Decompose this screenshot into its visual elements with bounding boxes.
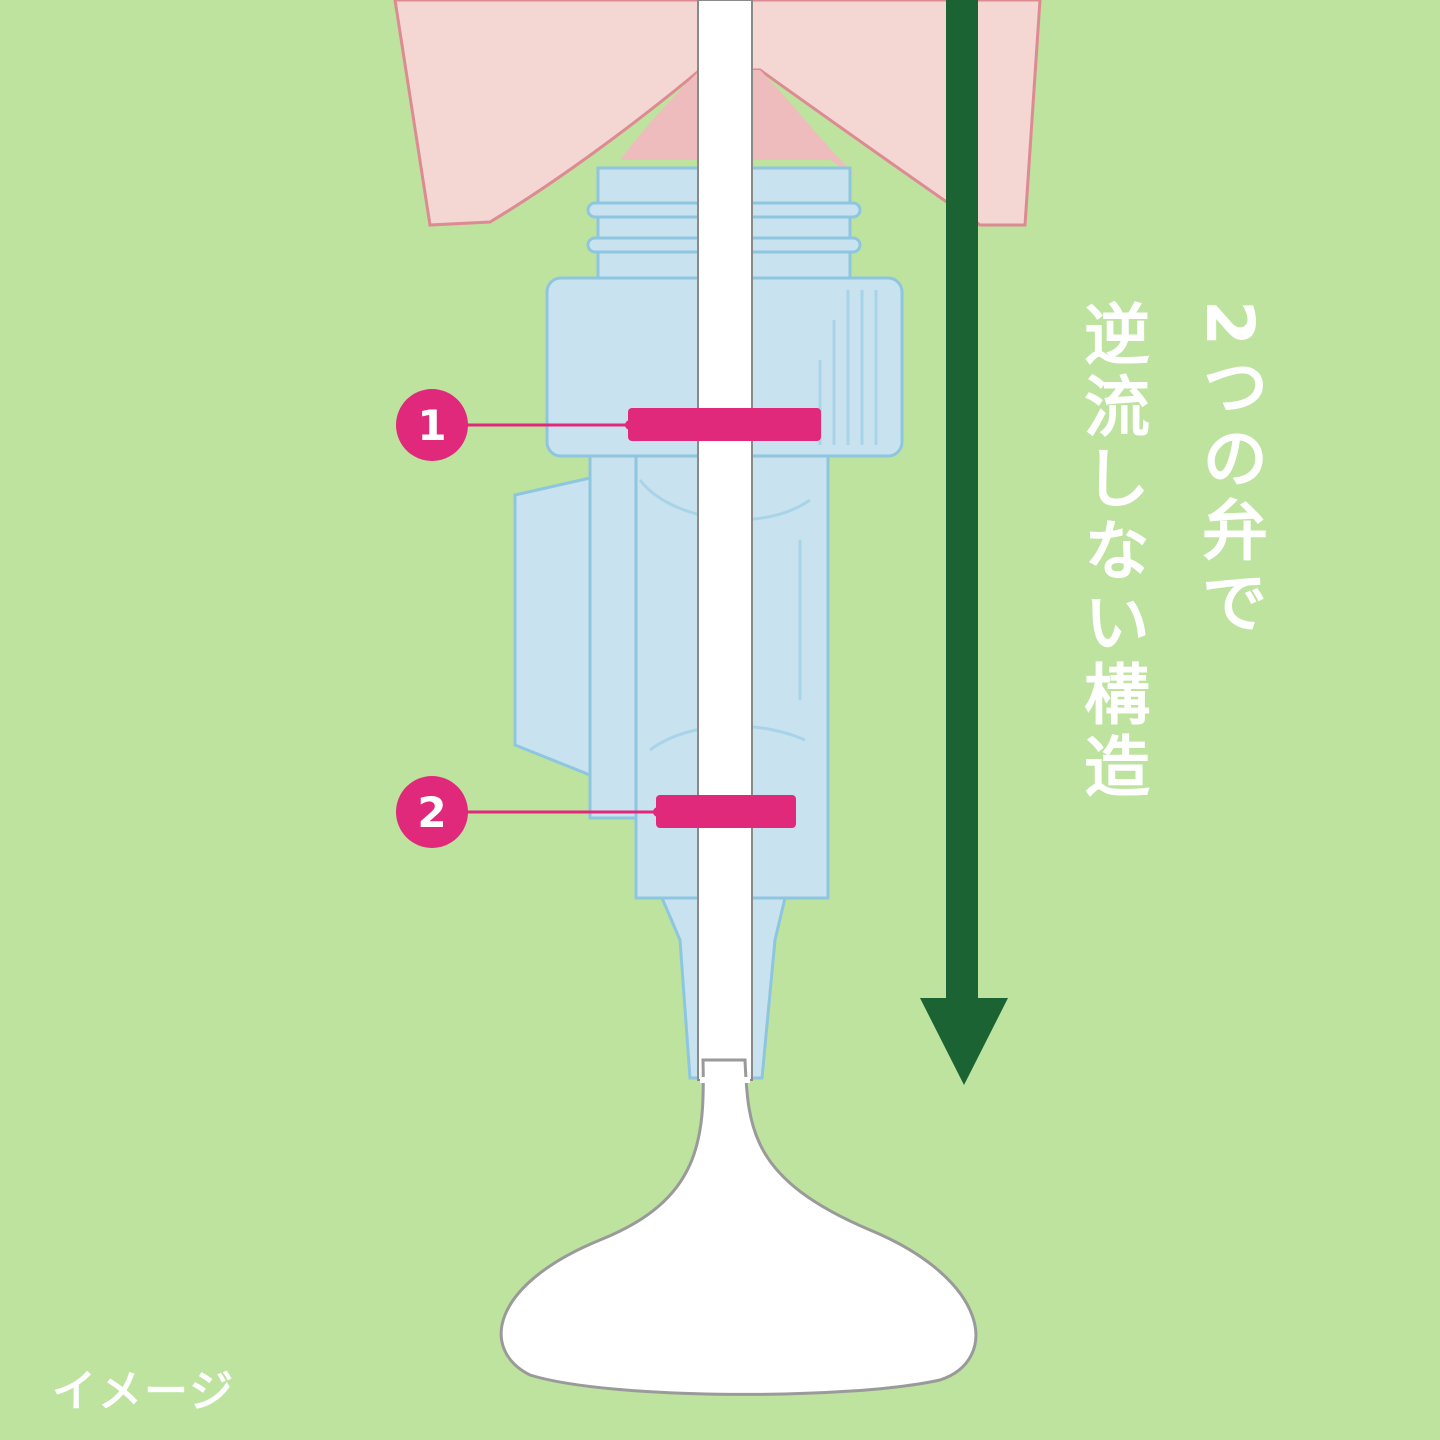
caption-line-2: 逆流しない構造 <box>1073 300 1150 804</box>
applicator-bulb <box>499 1058 978 1396</box>
valve-marker-2: 2 <box>396 776 796 848</box>
down-arrow-icon <box>920 0 1008 1085</box>
rod-tube <box>697 0 753 1081</box>
valve-marker-1: 1 <box>396 389 821 461</box>
valve-number-2: 2 <box>417 788 446 837</box>
valve-number-1: 1 <box>417 401 446 450</box>
middle-valve-body <box>513 454 830 900</box>
image-note-label: イメージ <box>52 1366 236 1417</box>
caption-line-1: 2つの弁で <box>1191 300 1268 640</box>
